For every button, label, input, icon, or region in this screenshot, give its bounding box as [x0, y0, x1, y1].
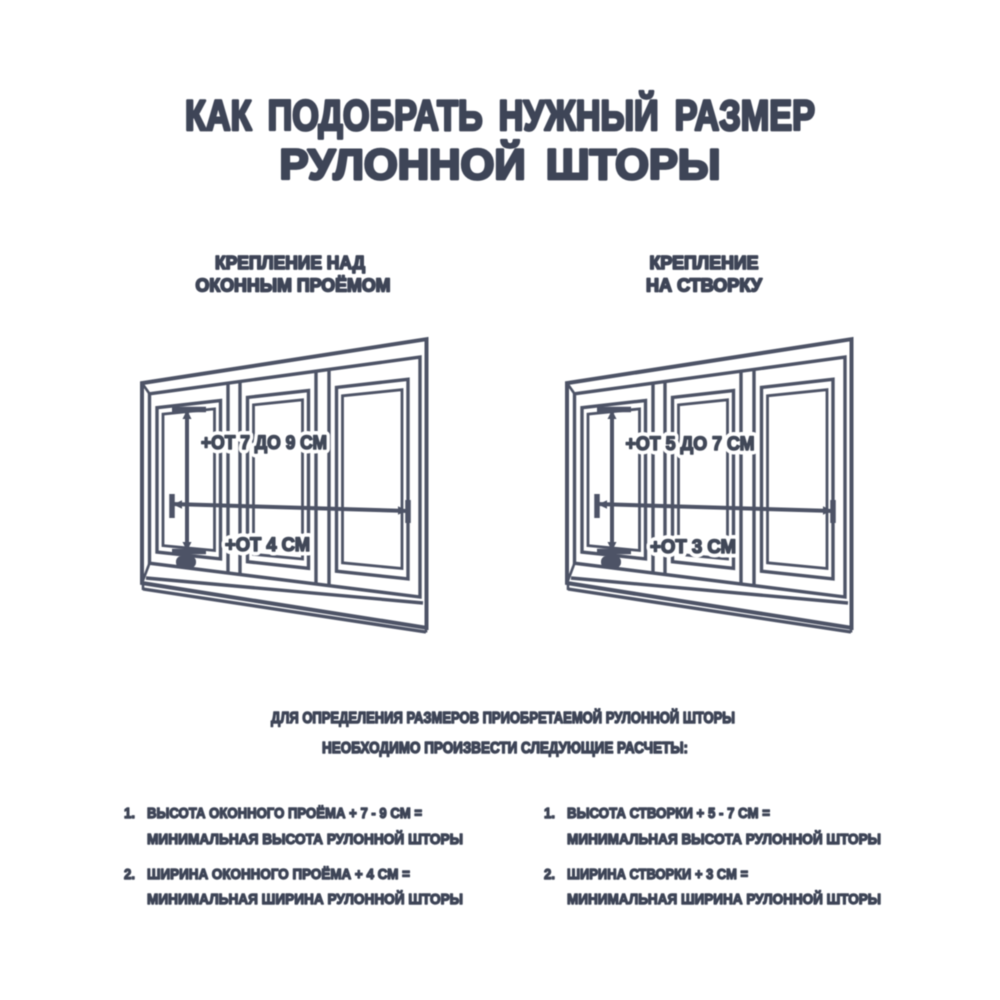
svg-text:МИНИМАЛЬНАЯ ШИРИНА РУЛОННОЙ ШТ: МИНИМАЛЬНАЯ ШИРИНА РУЛОННОЙ ШТОРЫ	[567, 890, 881, 908]
svg-text:ОКОННЫМ ПРОЁМОМ: ОКОННЫМ ПРОЁМОМ	[196, 275, 391, 296]
svg-text:ВЫСОТА СТВОРКИ + 5 - 7 СМ =: ВЫСОТА СТВОРКИ + 5 - 7 СМ =	[567, 805, 770, 822]
svg-text:РУЛОННОЙ ШТОРЫ: РУЛОННОЙ ШТОРЫ	[280, 140, 721, 189]
svg-text:ШИРИНА СТВОРКИ + 3 СМ =: ШИРИНА СТВОРКИ + 3 СМ =	[567, 866, 748, 883]
svg-text:ШИРИНА ОКОННОГО ПРОЁМА + 4 СМ: ШИРИНА ОКОННОГО ПРОЁМА + 4 СМ =	[147, 866, 410, 883]
svg-text:МИНИМАЛЬНАЯ ШИРИНА РУЛОННОЙ ШТ: МИНИМАЛЬНАЯ ШИРИНА РУЛОННОЙ ШТОРЫ	[147, 890, 463, 908]
svg-text:+ОТ 7 ДО 9 СМ: +ОТ 7 ДО 9 СМ	[201, 432, 327, 454]
svg-text:НА СТВОРКУ: НА СТВОРКУ	[646, 275, 762, 296]
svg-text:+ОТ 5 ДО 7 СМ: +ОТ 5 ДО 7 СМ	[626, 433, 755, 455]
svg-text:+ОТ 4 СМ: +ОТ 4 СМ	[225, 534, 310, 556]
svg-text:+ОТ 3 СМ: +ОТ 3 СМ	[650, 536, 736, 558]
svg-text:НЕОБХОДИМО ПРОИЗВЕСТИ СЛЕДУЮЩИ: НЕОБХОДИМО ПРОИЗВЕСТИ СЛЕДУЮЩИЕ РАСЧЕТЫ:	[322, 740, 688, 757]
svg-text:2.: 2.	[124, 866, 135, 883]
svg-text:КРЕПЛЕНИЕ: КРЕПЛЕНИЕ	[650, 252, 759, 273]
svg-text:1.: 1.	[124, 805, 135, 822]
svg-text:+ОТ 4 СМ: +ОТ 4 СМ	[225, 534, 310, 556]
svg-text:+ОТ 5 ДО 7 СМ: +ОТ 5 ДО 7 СМ	[626, 433, 755, 455]
svg-text:2.: 2.	[544, 866, 555, 883]
svg-text:ВЫСОТА ОКОННОГО ПРОЁМА + 7 - 9: ВЫСОТА ОКОННОГО ПРОЁМА + 7 - 9 СМ =	[147, 805, 422, 822]
svg-text:ДЛЯ ОПРЕДЕЛЕНИЯ РАЗМЕРОВ ПРИОБ: ДЛЯ ОПРЕДЕЛЕНИЯ РАЗМЕРОВ ПРИОБРЕТАЕМОЙ Р…	[271, 708, 735, 727]
svg-text:КРЕПЛЕНИЕ НАД: КРЕПЛЕНИЕ НАД	[215, 252, 365, 273]
svg-text:МИНИМАЛЬНАЯ ВЫСОТА РУЛОННОЙ ШТ: МИНИМАЛЬНАЯ ВЫСОТА РУЛОННОЙ ШТОРЫ	[147, 830, 463, 848]
svg-text:+ОТ 7 ДО 9 СМ: +ОТ 7 ДО 9 СМ	[201, 432, 327, 454]
svg-text:КАК ПОДОБРАТЬ НУЖНЫЙ РАЗМЕР: КАК ПОДОБРАТЬ НУЖНЫЙ РАЗМЕР	[185, 91, 815, 140]
svg-text:+ОТ 3 СМ: +ОТ 3 СМ	[650, 536, 736, 558]
svg-text:1.: 1.	[544, 805, 555, 822]
svg-text:МИНИМАЛЬНАЯ ВЫСОТА РУЛОННОЙ ШТ: МИНИМАЛЬНАЯ ВЫСОТА РУЛОННОЙ ШТОРЫ	[567, 830, 881, 848]
